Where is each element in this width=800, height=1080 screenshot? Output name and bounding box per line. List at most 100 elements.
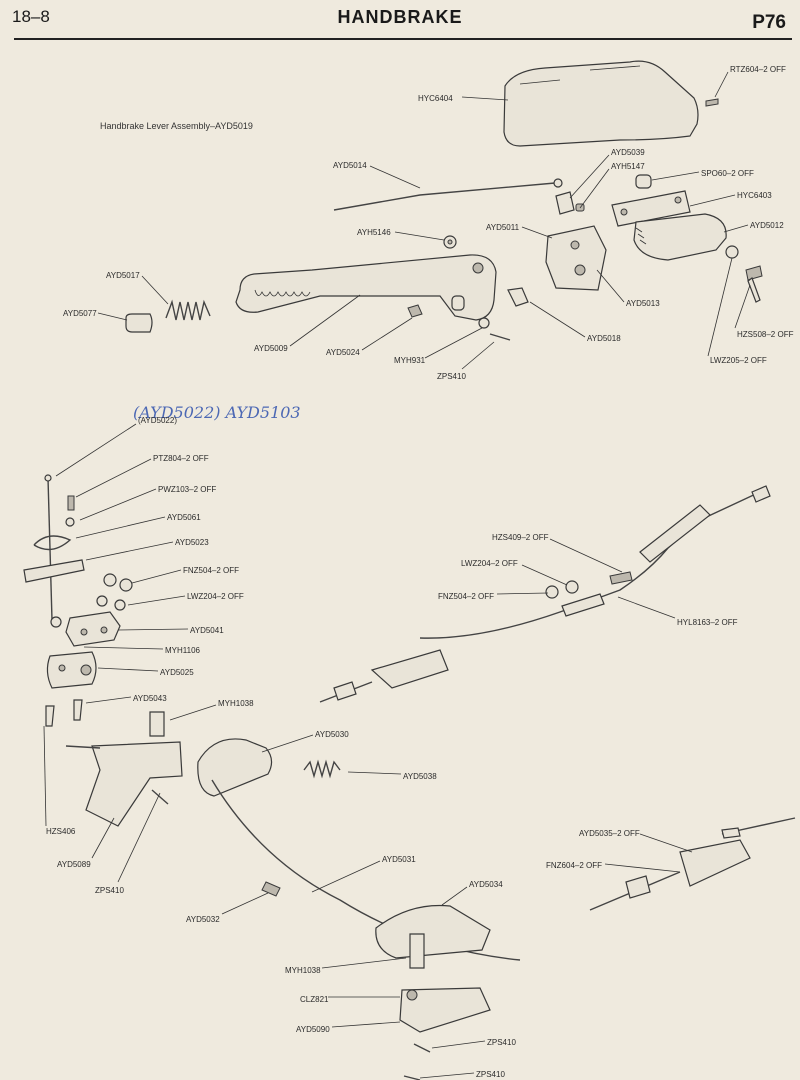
part-label: MYH931 <box>394 356 426 365</box>
page-title: HANDBRAKE <box>337 7 463 27</box>
leader-line <box>441 886 468 906</box>
callout-myh1106: MYH1106 <box>83 646 201 655</box>
callout-ayd5030: AYD5030 <box>261 730 349 753</box>
part-label: MYH1038 <box>218 699 254 708</box>
part-label: HZS508–2 OFF <box>737 330 794 339</box>
leader-line <box>117 628 189 631</box>
callout-pwz103: PWZ103–2 OFF <box>79 485 216 521</box>
leader-line <box>289 294 361 347</box>
leader-line <box>85 541 174 561</box>
part-label: MYH1038 <box>285 966 321 975</box>
part-label: ZPS410 <box>95 886 124 895</box>
part-label: AYD5023 <box>175 538 209 547</box>
leader-line <box>549 538 623 573</box>
callout-ayd5089: AYD5089 <box>57 817 115 869</box>
parts-art <box>23 60 796 1080</box>
part-label: AYH5146 <box>357 228 391 237</box>
callout-ayd5035: AYD5035–2 OFF <box>579 829 693 853</box>
leader-line <box>131 569 182 584</box>
callout-ayd5031: AYD5031 <box>311 855 416 893</box>
part-label: AYH5147 <box>611 162 645 171</box>
leader-line <box>85 696 132 704</box>
leader-line <box>689 194 736 207</box>
leader-line <box>43 725 47 827</box>
bracket-ayd5089 <box>85 741 183 827</box>
leader-line <box>394 231 445 241</box>
leader-line <box>361 317 413 351</box>
leader-line <box>127 595 186 606</box>
callout-myh931: MYH931 <box>394 327 483 365</box>
clevis-ayd5035 <box>679 839 751 887</box>
part-label: PTZ804–2 OFF <box>153 454 209 463</box>
leader-line <box>79 488 157 521</box>
leader-line <box>221 892 269 915</box>
part-label: AYD5032 <box>186 915 220 924</box>
callout-ayh5147: AYH5147 <box>579 162 645 209</box>
part-label: AYD5011 <box>486 223 520 232</box>
callout-hyc6404: HYC6404 <box>418 94 509 103</box>
leader-line <box>91 817 115 859</box>
leader-line <box>141 275 169 305</box>
callout-hzs508: HZS508–2 OFF <box>734 284 794 339</box>
part-label: AYD5009 <box>254 344 288 353</box>
callout-hzs406: HZS406 <box>43 725 76 836</box>
part-label: PWZ103–2 OFF <box>158 485 216 494</box>
callout-ayd5012: AYD5012 <box>723 221 784 233</box>
callout-rtz604: RTZ604–2 OFF <box>714 65 786 98</box>
part-label: AYD5039 <box>611 148 645 157</box>
part-label: AYD5025 <box>160 668 194 677</box>
part-label: AYD5077 <box>63 309 97 318</box>
callout-zps410a: ZPS410 <box>437 341 495 381</box>
leader-line <box>311 860 381 893</box>
part-label: HYC6404 <box>418 94 453 103</box>
rod-ayd5014 <box>333 182 556 211</box>
plate-ayd5025 <box>46 651 97 689</box>
callout-ayd5011: AYD5011 <box>486 223 553 239</box>
callout-ayd5017: AYD5017 <box>106 271 169 305</box>
leader-line <box>496 592 549 595</box>
part-label: HYC6403 <box>737 191 772 200</box>
section-number: 18–8 <box>12 7 50 26</box>
callout-ptz804: PTZ804–2 OFF <box>75 454 209 498</box>
part-label: AYD5031 <box>382 855 416 864</box>
leader-line <box>529 301 586 338</box>
leader-line <box>521 226 553 239</box>
leader-line <box>83 646 164 650</box>
primary-cable <box>419 491 761 639</box>
callout-fnz604: FNZ604–2 OFF <box>546 861 681 873</box>
callout-ayd5090: AYD5090 <box>296 1021 401 1034</box>
handbrake-lever <box>235 254 497 321</box>
callout-hyl8163: HYL8163–2 OFF <box>617 596 738 627</box>
leader-line <box>424 327 483 359</box>
callout-ayd5039: AYD5039 <box>569 148 645 199</box>
callout-ayd5043: AYD5043 <box>85 694 167 704</box>
callout-layer: HYC6404 RTZ604–2 OFF AYD5014 AYD5039AYH5147… <box>43 65 794 1079</box>
callout-ayd5041: AYD5041 <box>117 626 224 635</box>
leader-line <box>169 704 217 721</box>
callout-fnz504b: FNZ504–2 OFF <box>438 592 549 601</box>
part-label: LWZ205–2 OFF <box>710 356 767 365</box>
part-label: AYD5014 <box>333 161 367 170</box>
clevis-upper <box>370 649 449 689</box>
part-label: AYD5043 <box>133 694 167 703</box>
callout-ayd5018: AYD5018 <box>529 301 621 343</box>
button-ayd5077 <box>125 313 153 333</box>
part-label: AYD5013 <box>626 299 660 308</box>
leader-line <box>347 771 402 775</box>
callout-hzs409: HZS409–2 OFF <box>492 533 623 573</box>
callout-ayd5009: AYD5009 <box>254 294 361 353</box>
pawl-ayd5011 <box>545 225 607 291</box>
leader-line <box>723 224 749 233</box>
screw-rtz604 <box>705 98 719 107</box>
part-label: LWZ204–2 OFF <box>187 592 244 601</box>
part-label: HZS406 <box>46 827 76 836</box>
leader-line <box>521 564 568 586</box>
part-label: FNZ504–2 OFF <box>183 566 239 575</box>
part-label: FNZ504–2 OFF <box>438 592 494 601</box>
part-label: AYD5034 <box>469 880 503 889</box>
part-label: ZPS410 <box>437 372 466 381</box>
leader-line <box>461 341 495 370</box>
callout-myh1038b: MYH1038 <box>285 957 407 975</box>
assembly-caption: Handbrake Lever Assembly–AYD5019 <box>100 121 253 131</box>
